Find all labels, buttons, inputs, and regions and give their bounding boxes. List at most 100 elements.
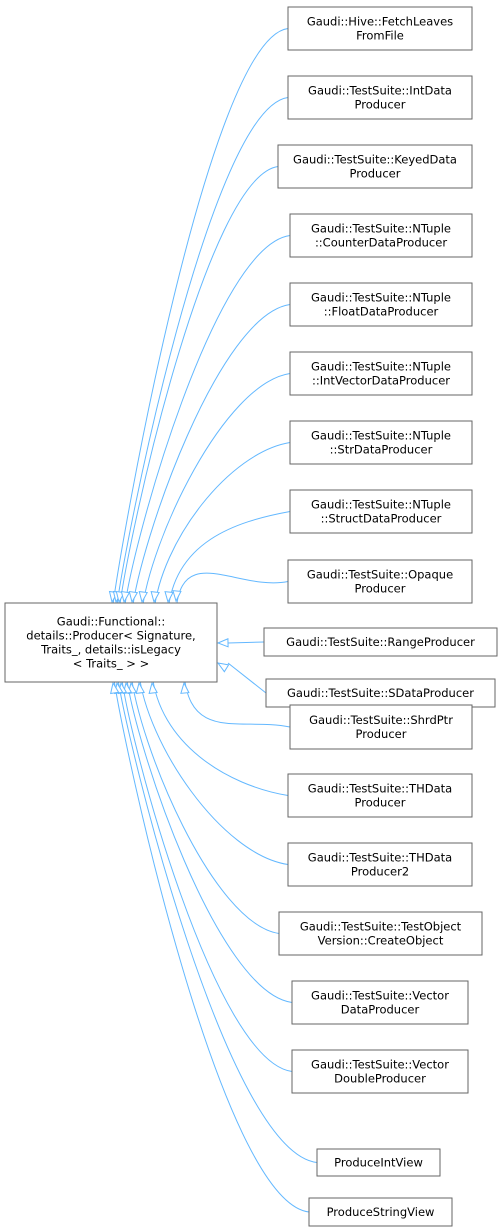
class-node-vector-data-producer-box — [291, 980, 469, 1025]
class-node-int-data-producer-box — [287, 75, 473, 120]
class-node-vector-double-producer-label-line: DoubleProducer — [334, 1072, 426, 1086]
class-node-ntuple-str-data-producer-label-line: Gaudi::TestSuite::NTuple — [311, 429, 451, 443]
class-node-test-object-version-create-object-box — [278, 911, 483, 956]
arrowhead-ntuple-str-data-producer — [150, 591, 160, 604]
class-node-ntuple-str-data-producer-box — [289, 420, 473, 465]
class-node-vector-data-producer[interactable]: Gaudi::TestSuite::VectorDataProducer — [291, 980, 469, 1025]
base-class-node[interactable]: Gaudi::Functional::details::Producer< Si… — [4, 602, 218, 683]
class-node-shrd-ptr-producer-box — [289, 704, 473, 750]
edge-fetch-leaves-from-file — [111, 28, 289, 613]
class-node-test-object-version-create-object-label-line: Version::CreateObject — [318, 934, 444, 948]
arrowhead-ntuple-counter-data-producer — [120, 590, 131, 604]
edge-shrd-ptr-producer — [183, 672, 291, 728]
class-node-ntuple-counter-data-producer-box — [289, 213, 473, 258]
edge-thdata-producer2 — [138, 672, 289, 865]
arrowhead-opaque-producer — [172, 590, 182, 603]
arrowhead-sdata-producer — [216, 662, 230, 673]
class-node-sdata-producer-label-line: Gaudi::TestSuite::SDataProducer — [287, 686, 474, 700]
class-node-thdata-producer-label-line: Gaudi::TestSuite::THData — [308, 782, 452, 796]
class-node-test-object-version-create-object-label-line: Gaudi::TestSuite::TestObject — [300, 920, 462, 934]
class-node-ntuple-counter-data-producer[interactable]: Gaudi::TestSuite::NTuple::CounterDataPro… — [289, 213, 473, 258]
class-node-ntuple-int-vector-data-producer-box — [289, 351, 473, 396]
class-node-produce-string-view-box — [308, 1197, 453, 1227]
class-node-vector-data-producer-label-line: DataProducer — [341, 1003, 420, 1017]
class-node-ntuple-int-vector-data-producer-label-line: Gaudi::TestSuite::NTuple — [311, 360, 451, 374]
arrowhead-shrd-ptr-producer — [180, 681, 190, 694]
class-node-fetch-leaves-from-file-box — [287, 6, 473, 51]
class-node-opaque-producer-label-line: Producer — [355, 582, 406, 596]
class-node-ntuple-str-data-producer[interactable]: Gaudi::TestSuite::NTuple::StrDataProduce… — [289, 420, 473, 465]
class-node-test-object-version-create-object[interactable]: Gaudi::TestSuite::TestObjectVersion::Cre… — [278, 911, 483, 956]
edge-ntuple-str-data-producer — [153, 442, 291, 613]
class-node-vector-data-producer-label-line: Gaudi::TestSuite::Vector — [311, 989, 449, 1003]
class-node-keyed-data-producer-box — [277, 144, 473, 189]
edge-thdata-producer — [151, 672, 289, 796]
edge-ntuple-int-vector-data-producer — [141, 373, 291, 613]
class-node-thdata-producer-box — [287, 773, 473, 818]
class-node-ntuple-float-data-producer-label-line: ::FloatDataProducer — [324, 305, 439, 319]
edge-ntuple-struct-data-producer — [167, 511, 291, 613]
class-node-range-producer-label-line: Gaudi::TestSuite::RangeProducer — [286, 635, 475, 649]
class-node-ntuple-struct-data-producer-label-line: ::StructDataProducer — [321, 512, 442, 526]
class-node-ntuple-int-vector-data-producer-label-line: ::IntVectorDataProducer — [312, 374, 450, 388]
edge-keyed-data-producer — [118, 166, 279, 613]
class-node-fetch-leaves-from-file-label-line: FromFile — [356, 29, 404, 43]
edge-int-data-producer — [115, 97, 289, 613]
arrowhead-thdata-producer2 — [135, 681, 145, 695]
arrowhead-produce-string-view — [110, 681, 120, 695]
class-node-thdata-producer-label-line: Producer — [355, 796, 406, 810]
class-node-int-data-producer-label-line: Producer — [355, 98, 406, 112]
arrowhead-ntuple-int-vector-data-producer — [138, 590, 148, 604]
class-node-ntuple-int-vector-data-producer[interactable]: Gaudi::TestSuite::NTuple::IntVectorDataP… — [289, 351, 473, 396]
class-node-ntuple-str-data-producer-label-line: ::StrDataProducer — [330, 443, 433, 457]
class-node-produce-int-view-label-line: ProduceIntView — [334, 1156, 423, 1170]
class-node-produce-int-view-box — [316, 1148, 441, 1177]
class-node-produce-int-view[interactable]: ProduceIntView — [316, 1148, 441, 1177]
arrowhead-ntuple-float-data-producer — [128, 590, 139, 604]
class-node-produce-string-view[interactable]: ProduceStringView — [308, 1197, 453, 1227]
class-node-ntuple-struct-data-producer[interactable]: Gaudi::TestSuite::NTuple::StructDataProd… — [289, 489, 473, 534]
class-node-range-producer[interactable]: Gaudi::TestSuite::RangeProducer — [263, 627, 498, 657]
class-node-thdata-producer2-box — [287, 842, 473, 887]
edge-ntuple-counter-data-producer — [123, 235, 291, 613]
class-node-shrd-ptr-producer-label-line: Producer — [356, 727, 407, 741]
base-class-node-label-line: < Traits_ > > — [73, 657, 149, 671]
edge-vector-data-producer — [125, 672, 293, 1003]
class-node-vector-double-producer-box — [291, 1049, 469, 1094]
class-node-keyed-data-producer-label-line: Gaudi::TestSuite::KeyedData — [293, 153, 457, 167]
class-node-vector-double-producer-label-line: Gaudi::TestSuite::Vector — [311, 1058, 449, 1072]
class-node-ntuple-counter-data-producer-label-line: Gaudi::TestSuite::NTuple — [311, 222, 451, 236]
arrowhead-thdata-producer — [148, 681, 158, 694]
edge-opaque-producer — [175, 572, 289, 612]
edge-sdata-producer — [227, 662, 267, 694]
class-node-ntuple-struct-data-producer-box — [289, 489, 473, 534]
class-node-ntuple-counter-data-producer-label-line: ::CounterDataProducer — [315, 236, 447, 250]
arrowhead-range-producer — [216, 638, 229, 648]
class-node-thdata-producer2-label-line: Gaudi::TestSuite::THData — [308, 851, 452, 865]
class-node-ntuple-float-data-producer[interactable]: Gaudi::TestSuite::NTuple::FloatDataProdu… — [289, 282, 473, 327]
edge-vector-double-producer — [120, 672, 293, 1072]
class-node-range-producer-box — [263, 627, 498, 657]
class-node-shrd-ptr-producer-label-line: Gaudi::TestSuite::ShrdPtr — [309, 713, 453, 727]
class-node-int-data-producer-label-line: Gaudi::TestSuite::IntData — [308, 84, 452, 98]
class-node-ntuple-float-data-producer-label-line: Gaudi::TestSuite::NTuple — [311, 291, 451, 305]
class-node-sdata-producer[interactable]: Gaudi::TestSuite::SDataProducer — [265, 678, 496, 708]
class-node-ntuple-float-data-producer-box — [289, 282, 473, 327]
class-node-keyed-data-producer-label-line: Producer — [350, 167, 401, 181]
edge-produce-string-view — [112, 672, 310, 1213]
edge-produce-int-view — [116, 672, 318, 1163]
class-nodes: Gaudi::Functional::details::Producer< Si… — [4, 6, 498, 1227]
class-node-fetch-leaves-from-file-label-line: Gaudi::Hive::FetchLeaves — [307, 15, 453, 29]
class-node-opaque-producer-label-line: Gaudi::TestSuite::Opaque — [307, 568, 453, 582]
edge-range-producer — [227, 641, 265, 644]
base-class-node-label-line: details::Producer< Signature, — [26, 629, 195, 643]
